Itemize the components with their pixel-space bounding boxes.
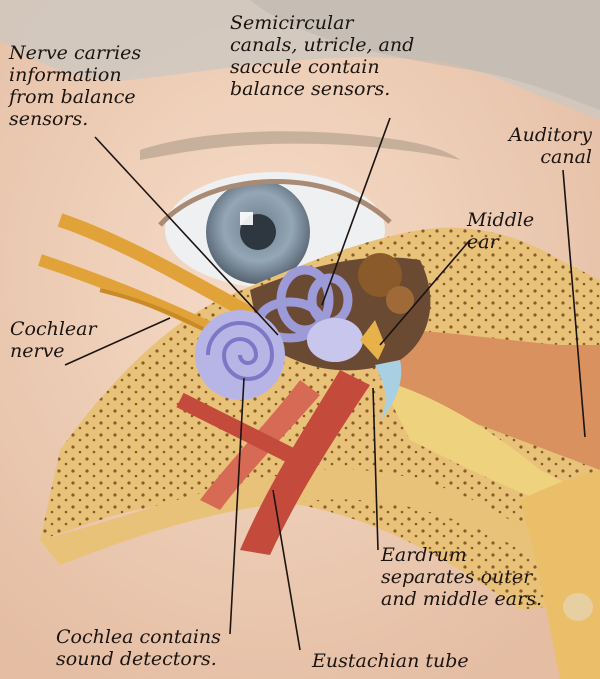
label-auditory-canal: Auditory canal (482, 124, 592, 168)
label-cochlear-nerve: Cochlear nerve (10, 318, 97, 362)
label-eustachian-tube: Eustachian tube (312, 650, 469, 672)
cochlea-shape (195, 310, 285, 400)
label-nerve-balance: Nerve carries information from balance s… (9, 42, 141, 130)
label-semicircular-canals: Semicircular canals, utricle, and saccul… (230, 12, 414, 100)
label-cochlea: Cochlea contains sound detectors. (56, 626, 221, 670)
label-eardrum: Eardrum separates outer and middle ears. (381, 544, 542, 610)
label-middle-ear: Middle ear (467, 209, 534, 253)
